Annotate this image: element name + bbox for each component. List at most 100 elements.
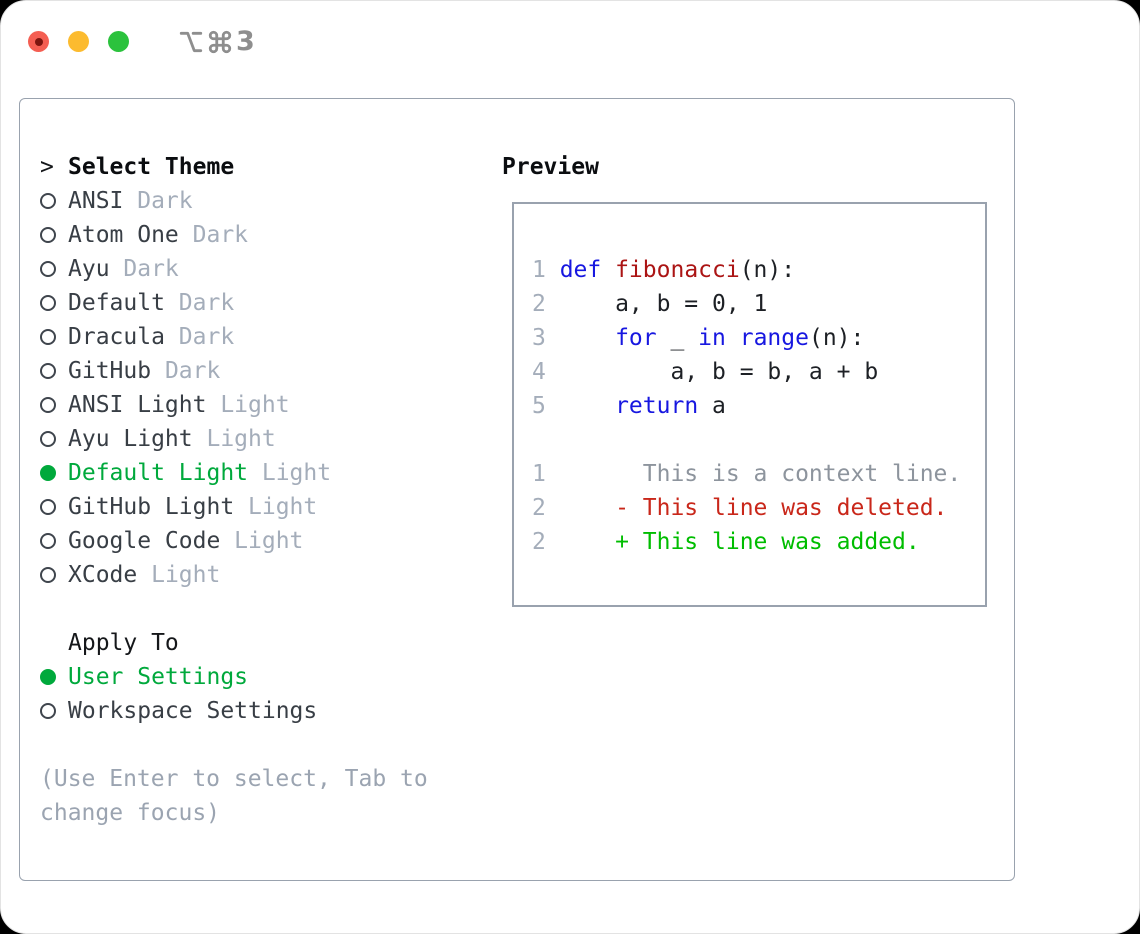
theme-select-title: Select Theme xyxy=(68,154,235,180)
spacer xyxy=(40,728,500,762)
radio-selected-icon xyxy=(40,465,56,481)
window-shortcut: 3 xyxy=(178,28,255,55)
code-token: (n): xyxy=(739,257,796,283)
command-icon xyxy=(208,30,232,53)
line-number: 4 xyxy=(532,359,546,385)
radio-icon xyxy=(40,397,56,413)
theme-tag: Dark xyxy=(178,290,235,316)
theme-option-dracula-dark[interactable]: Dracula Dark xyxy=(40,320,500,354)
zoom-button[interactable] xyxy=(108,31,129,52)
theme-name: XCode xyxy=(68,562,138,588)
diff-context-line: 1 This is a context line. xyxy=(532,457,985,491)
theme-option-google-code-light[interactable]: Google Code Light xyxy=(40,524,500,558)
focus-caret: > xyxy=(40,154,54,180)
theme-option-github-light[interactable]: GitHub Light Light xyxy=(40,490,500,524)
theme-option-xcode-light[interactable]: XCode Light xyxy=(40,558,500,592)
theme-option-default-dark[interactable]: Default Dark xyxy=(40,286,500,320)
theme-name: GitHub Light xyxy=(68,494,235,520)
radio-icon xyxy=(40,295,56,311)
code-token xyxy=(560,393,615,419)
code-line: 1 def fibonacci(n): xyxy=(532,253,985,287)
theme-name: Ayu Light xyxy=(68,426,193,452)
theme-select-header: > Select Theme xyxy=(40,150,500,184)
line-number: 2 xyxy=(532,495,546,521)
code-line: 2 a, b = 0, 1 xyxy=(532,287,985,321)
diff-text: - This line was deleted. xyxy=(559,495,948,521)
theme-option-ayu-dark[interactable]: Ayu Dark xyxy=(40,252,500,286)
theme-tag: Dark xyxy=(178,324,235,350)
line-number: 1 xyxy=(532,257,546,283)
radio-icon xyxy=(40,261,56,277)
apply-option-workspace-settings[interactable]: Workspace Settings xyxy=(40,694,500,728)
apply-to-header: Apply To xyxy=(40,626,500,660)
code-token: a, b = 0, 1 xyxy=(559,291,768,317)
keyboard-hint: (Use Enter to select, Tab to change focu… xyxy=(40,766,428,826)
spacer xyxy=(532,423,985,457)
theme-option-default-light[interactable]: Default Light Light xyxy=(40,456,500,490)
apply-to-title: Apply To xyxy=(68,630,179,656)
radio-icon xyxy=(40,227,56,243)
theme-name: Ayu xyxy=(68,256,110,282)
minimize-button[interactable] xyxy=(68,31,89,52)
code-token: return xyxy=(615,393,699,419)
theme-tag: Light xyxy=(220,392,290,418)
shortcut-number: 3 xyxy=(236,26,255,57)
theme-tag: Light xyxy=(151,562,221,588)
radio-selected-icon xyxy=(40,669,56,685)
code-token xyxy=(560,325,615,351)
theme-option-ansi-light[interactable]: ANSI Light Light xyxy=(40,388,500,422)
theme-tag: Light xyxy=(206,426,276,452)
code-token: a xyxy=(698,393,726,419)
code-token: range xyxy=(739,325,809,351)
code-line: 3 for _ in range(n): xyxy=(532,321,985,355)
apply-option-label: Workspace Settings xyxy=(68,698,318,724)
diff-text: This is a context line. xyxy=(559,461,962,487)
radio-icon xyxy=(40,329,56,345)
theme-name: Google Code xyxy=(68,528,221,554)
radio-icon xyxy=(40,567,56,583)
apply-option-user-settings[interactable]: User Settings xyxy=(40,660,500,694)
code-token: (n): xyxy=(808,325,865,351)
line-number: 1 xyxy=(532,461,546,487)
spacer xyxy=(40,592,500,626)
code-token: a, b = b, a + b xyxy=(559,359,879,385)
theme-tag: Light xyxy=(248,494,318,520)
theme-name: Dracula xyxy=(68,324,165,350)
radio-icon xyxy=(40,499,56,515)
radio-icon xyxy=(40,363,56,379)
diff-added-line: 2 + This line was added. xyxy=(532,525,985,559)
theme-option-ayu-light[interactable]: Ayu Light Light xyxy=(40,422,500,456)
code-token: fibonacci xyxy=(615,257,740,283)
line-number: 3 xyxy=(532,325,546,351)
radio-icon xyxy=(40,703,56,719)
theme-tag: Dark xyxy=(123,256,179,282)
code-token: in xyxy=(698,325,726,351)
theme-name: ANSI xyxy=(68,188,124,214)
theme-tag: Light xyxy=(234,528,304,554)
theme-name: Default xyxy=(68,290,165,316)
theme-option-atom-one-dark[interactable]: Atom One Dark xyxy=(40,218,500,252)
theme-name: ANSI Light xyxy=(68,392,207,418)
radio-icon xyxy=(40,193,56,209)
theme-tag: Light xyxy=(261,460,332,486)
theme-name: Atom One xyxy=(68,222,179,248)
code-token: for xyxy=(615,325,657,351)
theme-tag: Dark xyxy=(192,222,249,248)
diff-text: + This line was added. xyxy=(559,529,920,555)
code-token xyxy=(726,325,740,351)
code-token: _ xyxy=(656,325,699,351)
unsaved-dot-icon xyxy=(34,37,43,46)
code-token: def xyxy=(559,257,616,283)
line-number: 2 xyxy=(532,529,546,555)
close-button[interactable] xyxy=(28,31,49,52)
code-line: 4 a, b = b, a + b xyxy=(532,355,985,389)
code-line: 5 return a xyxy=(532,389,985,423)
theme-name: Default Light xyxy=(68,460,249,486)
diff-deleted-line: 2 - This line was deleted. xyxy=(532,491,985,525)
apply-option-label: User Settings xyxy=(68,664,249,690)
